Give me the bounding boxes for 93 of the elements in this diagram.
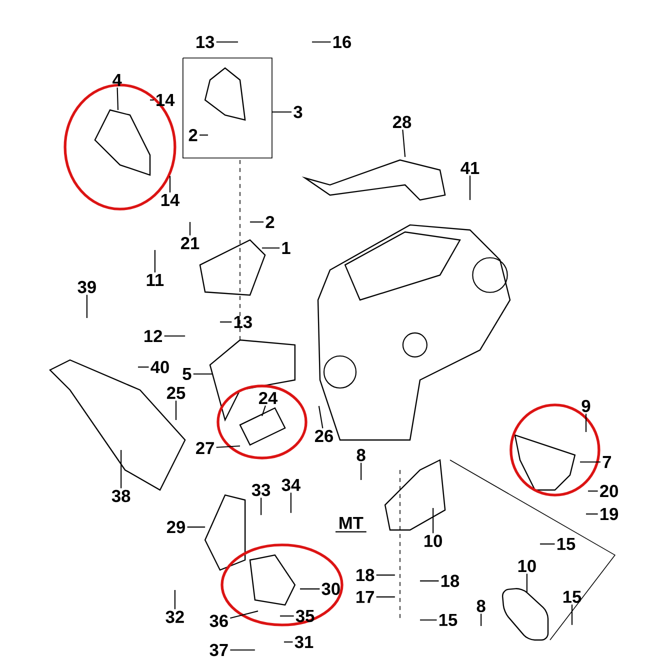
leader-line bbox=[260, 498, 262, 516]
callout-number: 40 bbox=[150, 360, 169, 374]
leader-line bbox=[272, 111, 292, 113]
leader-line bbox=[262, 247, 280, 249]
leader-line bbox=[580, 461, 601, 463]
callout-number: 12 bbox=[144, 330, 162, 342]
callout-number: 13 bbox=[234, 316, 252, 328]
callout-number: 19 bbox=[600, 508, 618, 520]
callout-number: 21 bbox=[180, 237, 200, 250]
leader-line bbox=[300, 588, 320, 590]
callout-number: 35 bbox=[296, 610, 314, 622]
callout-number: 27 bbox=[196, 442, 214, 454]
leader-line bbox=[262, 405, 266, 416]
leader-line bbox=[116, 88, 119, 110]
leader-line bbox=[150, 99, 154, 101]
callout-number: 8 bbox=[356, 448, 366, 462]
callout-number: 17 bbox=[356, 590, 374, 603]
callout-number: 18 bbox=[356, 568, 374, 582]
leader-line bbox=[360, 462, 362, 480]
leader-line bbox=[187, 526, 206, 528]
callout-number: 11 bbox=[146, 274, 164, 286]
callout-number: 20 bbox=[600, 484, 618, 498]
leader-line bbox=[469, 176, 471, 200]
leader-line bbox=[588, 490, 598, 492]
callout-number: 36 bbox=[210, 614, 228, 628]
callout-number: 13 bbox=[196, 36, 214, 48]
leader-line bbox=[216, 445, 240, 448]
callout-number: 2 bbox=[188, 129, 198, 142]
leader-line bbox=[284, 641, 293, 643]
callout-number: 24 bbox=[258, 392, 278, 404]
leader-line bbox=[571, 604, 573, 625]
leader-line bbox=[376, 574, 395, 576]
callout-number: 30 bbox=[322, 582, 340, 596]
callout-number: 4 bbox=[112, 74, 122, 86]
leader-line bbox=[376, 596, 395, 598]
leader-line bbox=[154, 250, 156, 272]
callout-number: 37 bbox=[210, 644, 228, 656]
callout-number: 14 bbox=[156, 94, 175, 106]
leader-line bbox=[174, 590, 176, 610]
leader-line bbox=[175, 400, 177, 420]
leader-line bbox=[250, 221, 264, 223]
callout-number: 25 bbox=[166, 386, 186, 400]
callout-number: 7 bbox=[602, 456, 611, 468]
leader-line bbox=[420, 619, 437, 621]
section-label: MT bbox=[340, 516, 364, 529]
callout-number: 39 bbox=[78, 280, 96, 294]
callout-number: 10 bbox=[518, 560, 536, 572]
callout-number: 16 bbox=[333, 36, 351, 48]
leader-line bbox=[432, 508, 434, 534]
callout-number: 26 bbox=[314, 430, 333, 442]
callout-number: 8 bbox=[476, 600, 486, 612]
callout-number: 3 bbox=[294, 106, 302, 118]
callout-number: 2 bbox=[266, 216, 274, 228]
callout-number: 5 bbox=[182, 368, 192, 380]
leader-line bbox=[189, 222, 191, 236]
callout-number: 32 bbox=[166, 610, 184, 624]
leader-line bbox=[193, 373, 212, 375]
leader-line bbox=[402, 130, 406, 157]
leader-line bbox=[312, 41, 331, 43]
leader-line bbox=[230, 610, 258, 619]
leader-line bbox=[540, 543, 555, 545]
callout-number: 10 bbox=[424, 534, 442, 548]
leader-line bbox=[138, 366, 149, 368]
leader-line bbox=[86, 294, 88, 318]
leader-line bbox=[526, 574, 528, 592]
callout-number: 15 bbox=[563, 590, 582, 603]
callout-number: 29 bbox=[166, 520, 185, 534]
callout-number: 14 bbox=[161, 194, 180, 206]
leader-line bbox=[585, 414, 587, 432]
leader-line bbox=[169, 176, 171, 192]
leader-line bbox=[216, 41, 238, 43]
callout-number: 31 bbox=[294, 636, 314, 648]
leader-line bbox=[480, 614, 482, 626]
leader-line bbox=[200, 134, 208, 136]
callout-number: 28 bbox=[392, 116, 412, 128]
callout-number: 15 bbox=[557, 538, 576, 550]
leader-line bbox=[120, 450, 122, 488]
leader-line bbox=[420, 580, 439, 582]
leader-line bbox=[290, 492, 292, 513]
callout-number: 33 bbox=[252, 484, 270, 496]
leader-line bbox=[280, 615, 294, 617]
callout-number: 9 bbox=[582, 400, 590, 412]
leader-line bbox=[220, 321, 232, 323]
callout-number: 41 bbox=[460, 162, 480, 174]
leader-line bbox=[164, 335, 186, 337]
leader-line bbox=[318, 406, 324, 428]
callout-number: 15 bbox=[439, 614, 458, 626]
callout-number: 18 bbox=[441, 574, 460, 588]
callout-number: 38 bbox=[112, 490, 130, 502]
leader-line bbox=[586, 513, 598, 515]
leader-line bbox=[230, 649, 255, 651]
callout-number: 34 bbox=[282, 478, 300, 492]
callout-number: 1 bbox=[282, 242, 290, 254]
